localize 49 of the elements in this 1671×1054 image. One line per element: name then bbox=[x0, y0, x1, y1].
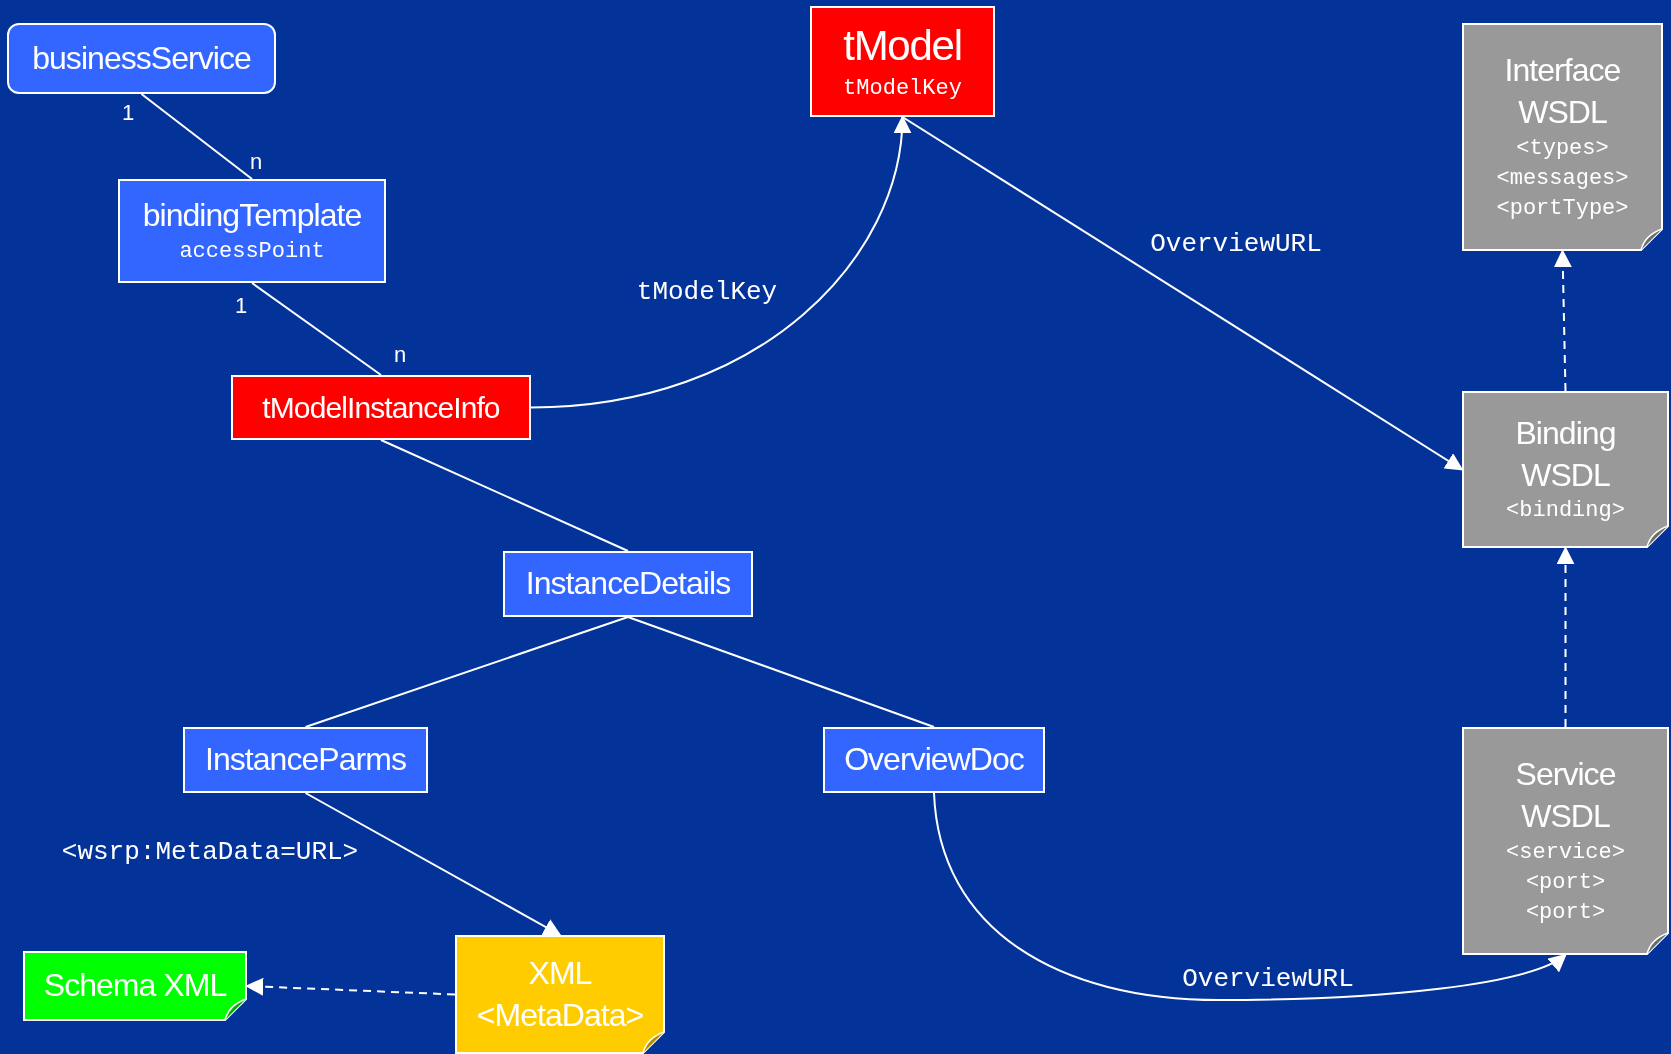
connector-line bbox=[251, 282, 382, 376]
node-title: OverviewDoc bbox=[843, 740, 1025, 780]
node-title: businessService bbox=[31, 38, 252, 78]
class-box bbox=[503, 551, 753, 617]
code-text: <portType> bbox=[1496, 194, 1629, 223]
node-title: Schema XML bbox=[42, 966, 228, 1006]
node-title: InstanceParms bbox=[204, 740, 407, 780]
node-title: bindingTemplate bbox=[141, 196, 363, 236]
node-title: Interface WSDL bbox=[1503, 51, 1622, 132]
connector-line bbox=[380, 439, 629, 552]
node-title: Binding WSDL bbox=[1514, 413, 1617, 495]
code-text: <service> bbox=[1506, 838, 1625, 867]
multiplicity-label: n bbox=[393, 344, 407, 366]
document-shape bbox=[1462, 391, 1669, 548]
connector-line bbox=[140, 93, 253, 180]
node-title: <MetaData> bbox=[475, 995, 645, 1035]
connector-line bbox=[627, 616, 935, 728]
connector-line bbox=[304, 616, 629, 728]
class-box bbox=[823, 727, 1045, 793]
multiplicity-label: n bbox=[249, 151, 263, 173]
arrow bbox=[1553, 249, 1572, 392]
class-box bbox=[183, 727, 428, 793]
arrow bbox=[933, 792, 1567, 1001]
code-text: <binding> bbox=[1506, 497, 1625, 526]
document-shape bbox=[1462, 23, 1663, 251]
document-shape bbox=[1462, 727, 1669, 955]
node-title: tModelInstanceInfo bbox=[261, 390, 501, 426]
node-title: InstanceDetails bbox=[524, 564, 732, 604]
class-box bbox=[810, 6, 995, 117]
code-text: <messages> bbox=[1496, 164, 1629, 193]
code-text: <port> bbox=[1525, 868, 1606, 897]
node-title: tModel bbox=[842, 21, 963, 72]
arrow bbox=[1556, 546, 1575, 728]
class-box bbox=[118, 179, 386, 283]
code-text: tModelKey bbox=[843, 74, 962, 103]
document-shape bbox=[23, 951, 247, 1021]
arrow bbox=[304, 792, 562, 936]
arrow bbox=[901, 116, 1464, 471]
code-text: <port> bbox=[1525, 898, 1606, 927]
rounded-box bbox=[7, 23, 276, 94]
node-title: Service WSDL bbox=[1514, 755, 1617, 836]
class-box bbox=[231, 375, 531, 440]
multiplicity-label: 1 bbox=[121, 102, 135, 124]
node-title: XML bbox=[527, 953, 593, 993]
document-shape bbox=[455, 935, 665, 1054]
code-text: <types> bbox=[1516, 134, 1609, 163]
arrow bbox=[530, 115, 911, 409]
multiplicity-label: 1 bbox=[234, 295, 248, 317]
code-text: accessPoint bbox=[179, 237, 325, 266]
